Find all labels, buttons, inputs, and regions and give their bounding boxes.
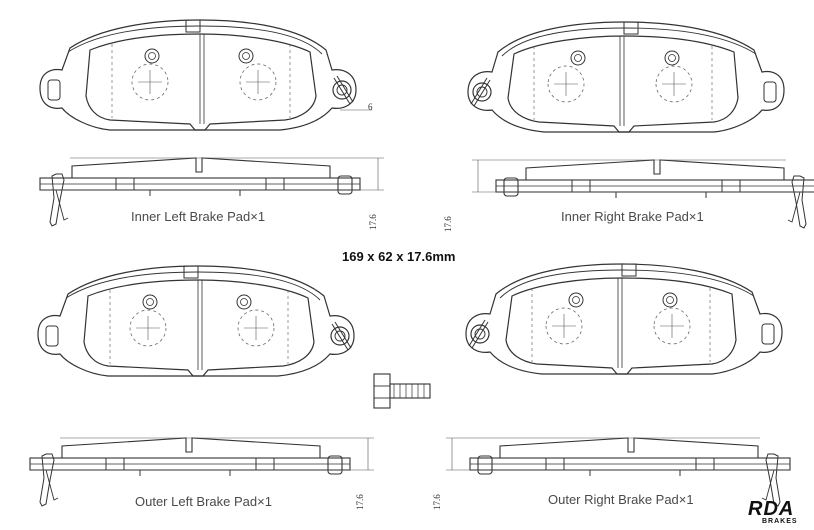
logo-main-text: RDA: [748, 498, 795, 520]
mounting-bolt: [373, 373, 431, 409]
inner-left-label: Inner Left Brake Pad×1: [131, 209, 266, 224]
outer-left-pad-face: [37, 265, 355, 377]
thickness-mark-outer-right: 17.6: [432, 494, 442, 510]
inner-right-label: Inner Right Brake Pad×1: [561, 209, 704, 224]
thickness-mark-outer-left: 17.6: [355, 494, 365, 510]
logo-sub-text: BRAKES: [762, 518, 798, 525]
outer-right-label: Outer Right Brake Pad×1: [548, 492, 694, 507]
dimensions-text: 169 x 62 x 17.6mm: [342, 249, 456, 264]
outer-left-label: Outer Left Brake Pad×1: [135, 494, 272, 509]
thickness-mark-inner-right: 17.6: [443, 216, 453, 232]
outer-right-pad-face: [465, 263, 783, 375]
inner-left-pad-face: [39, 19, 357, 131]
thickness-mark-inner-left: 17.6: [368, 214, 378, 230]
inner-right-pad-face: [467, 21, 785, 133]
rda-brakes-logo: RDA BRAKES: [742, 498, 810, 528]
shim-mark: 6: [368, 102, 373, 112]
